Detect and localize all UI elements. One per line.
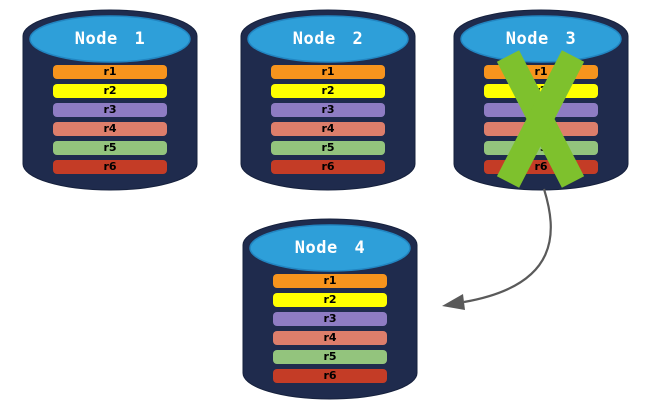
node-title: Node 3 <box>505 29 577 49</box>
replica-row: r6 <box>271 160 385 174</box>
node-title: Node 1 <box>74 29 146 49</box>
node-title: Node 2 <box>292 29 364 49</box>
replica-row: r4 <box>53 122 167 136</box>
node-3: Node 3 r1 r2 r3 r4 r5 r6 <box>453 8 629 192</box>
replica-row: r1 <box>273 274 387 288</box>
node-2: Node 2 r1 r2 r3 r4 r5 r6 <box>240 8 416 192</box>
replica-row: r5 <box>273 350 387 364</box>
replica-row: r1 <box>271 65 385 79</box>
node-title: Node 4 <box>294 238 366 258</box>
replica-row: r5 <box>271 141 385 155</box>
replica-row: r3 <box>273 312 387 326</box>
replica-rows: r1 r2 r3 r4 r5 r6 <box>273 274 387 388</box>
replica-row: r4 <box>273 331 387 345</box>
failure-x-icon <box>496 50 585 188</box>
replica-row: r3 <box>53 103 167 117</box>
replica-row: r5 <box>53 141 167 155</box>
replica-row: r2 <box>271 84 385 98</box>
node-4: Node 4 r1 r2 r3 r4 r5 r6 <box>242 217 418 401</box>
replica-row: r2 <box>273 293 387 307</box>
replica-row: r4 <box>271 122 385 136</box>
node-1: Node 1 r1 r2 r3 r4 r5 r6 <box>22 8 198 192</box>
replica-row: r3 <box>271 103 385 117</box>
replica-row: r1 <box>53 65 167 79</box>
replica-row: r6 <box>53 160 167 174</box>
replica-rows: r1 r2 r3 r4 r5 r6 <box>271 65 385 179</box>
replica-row: r2 <box>53 84 167 98</box>
replica-row: r6 <box>273 369 387 383</box>
replica-rows: r1 r2 r3 r4 r5 r6 <box>53 65 167 179</box>
